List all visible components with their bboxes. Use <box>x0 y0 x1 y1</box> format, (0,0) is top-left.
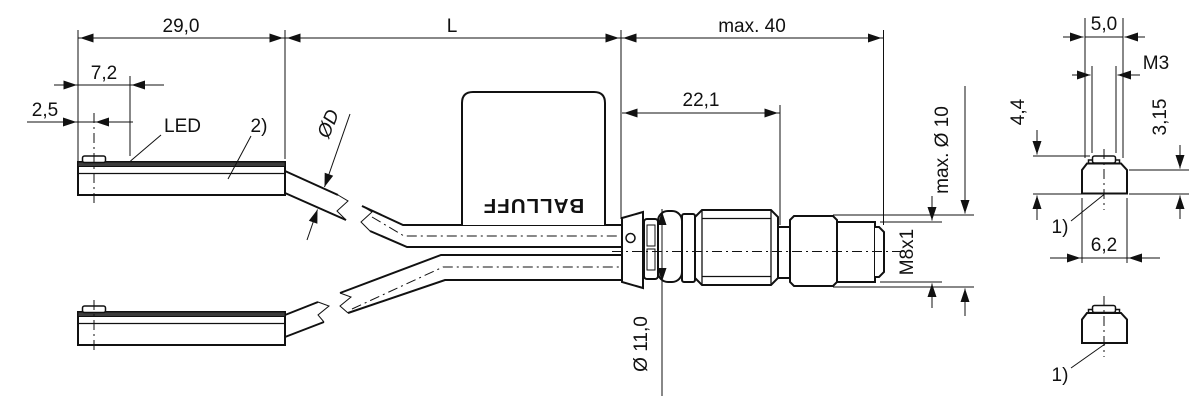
dimension-221: 22,1 <box>622 90 781 225</box>
dim-connector-body: 22,1 <box>683 90 720 111</box>
dim-nut-diameter: max. Ø 10 <box>932 106 953 194</box>
dim-led-offset-inner: 2,5 <box>32 100 58 121</box>
dim-end-height-inner: 3,15 <box>1150 99 1171 136</box>
end-view-top: 1) <box>1052 149 1128 238</box>
dimension-62: 6,2 <box>1050 198 1160 263</box>
dimension-m3: M3 <box>1072 53 1169 153</box>
dimension-m8: M8x1 <box>880 196 942 308</box>
dim-cable-diameter: ØD <box>313 107 344 142</box>
dimension-29: 29,0 <box>77 16 286 161</box>
dimension-315: 3,15 <box>1129 99 1189 219</box>
m8-connector <box>612 209 905 290</box>
dim-cable-length: L <box>447 16 458 37</box>
dimension-L: L <box>285 16 622 219</box>
dimension-phi11: Ø 11,0 <box>631 209 667 396</box>
led-label: LED <box>164 116 201 137</box>
led-callout: LED <box>130 116 201 162</box>
dim-connector-diameter: Ø 11,0 <box>631 316 652 372</box>
dimension-25: 2,5 <box>27 100 133 353</box>
dim-connector-max: max. 40 <box>718 16 786 37</box>
dimension-phi10: max. Ø 10 <box>833 86 974 316</box>
strain-relief <box>621 210 644 290</box>
dimension-72: 7,2 <box>54 63 164 156</box>
dim-end-thread: M3 <box>1143 53 1169 74</box>
dim-total-width: 29,0 <box>163 16 200 37</box>
cable-break-symbol <box>336 194 349 221</box>
upper-cable <box>284 170 621 248</box>
note2-label: 2) <box>251 116 268 137</box>
lower-cable <box>284 254 621 338</box>
note1-label: 1) <box>1052 217 1069 238</box>
note2-callout: 2) <box>227 116 268 180</box>
cable-label-tag: BALLUFF <box>461 91 606 225</box>
cable-break-symbol <box>317 301 330 323</box>
dimension-44: 4,4 <box>1008 98 1090 220</box>
connector-body <box>694 209 779 286</box>
end-view-bottom: 1) <box>1052 296 1128 386</box>
upper-sensor-body <box>77 155 286 196</box>
note1-label: 1) <box>1052 365 1069 386</box>
dimension-50: 5,0 <box>1063 14 1145 158</box>
dim-end-height-outer: 4,4 <box>1008 98 1029 125</box>
dim-end-width: 6,2 <box>1091 235 1117 256</box>
dim-led-offset-outer: 7,2 <box>91 63 117 84</box>
dim-end-top-width: 5,0 <box>1091 14 1117 35</box>
lower-sensor-body <box>77 305 286 346</box>
dimension-max40: max. 40 <box>621 16 884 225</box>
dim-thread: M8x1 <box>897 229 918 275</box>
brand-label: BALLUFF <box>483 194 585 217</box>
